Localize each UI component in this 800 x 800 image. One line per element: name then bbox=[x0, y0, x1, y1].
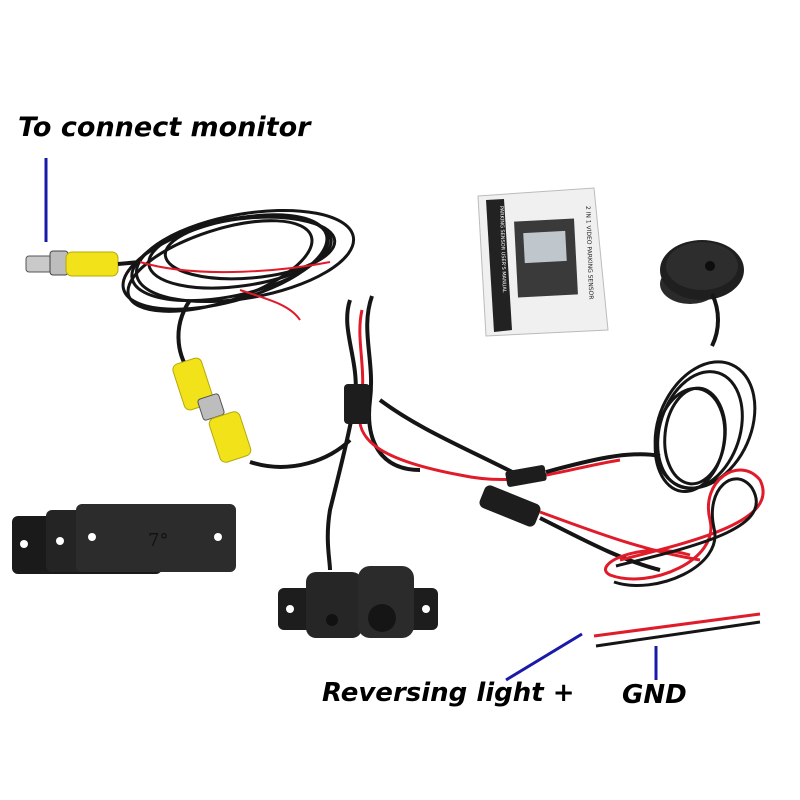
central-cable-harness bbox=[325, 295, 621, 571]
ground-label: GND bbox=[622, 680, 687, 710]
user-manual: 2 IN 1 VIDEO PARKING SENSOR PARKING SENS… bbox=[477, 187, 609, 337]
buzzer-inline-connector bbox=[505, 465, 547, 487]
power-inline-connector bbox=[479, 485, 541, 527]
rca-connector-middle bbox=[172, 357, 252, 463]
reversing-pointer-line bbox=[505, 632, 583, 682]
power-lead-loops bbox=[593, 468, 765, 648]
harness-connector bbox=[344, 384, 370, 424]
rca-plug-monitor bbox=[25, 250, 141, 277]
buzzer-cable-coil bbox=[653, 360, 757, 494]
bracket-angle-text: 7° bbox=[148, 530, 168, 551]
manual-subtitle-text: PARKING SENSOR USER'S MANUAL bbox=[498, 206, 507, 293]
camera-sensor-unit bbox=[278, 566, 438, 638]
monitor-connection-label: To connect monitor bbox=[18, 112, 311, 143]
mounting-brackets: 7° bbox=[12, 504, 236, 574]
reversing-light-label: Reversing light + bbox=[322, 678, 575, 708]
buzzer bbox=[660, 240, 744, 347]
manual-title-text: 2 IN 1 VIDEO PARKING SENSOR bbox=[584, 206, 594, 300]
